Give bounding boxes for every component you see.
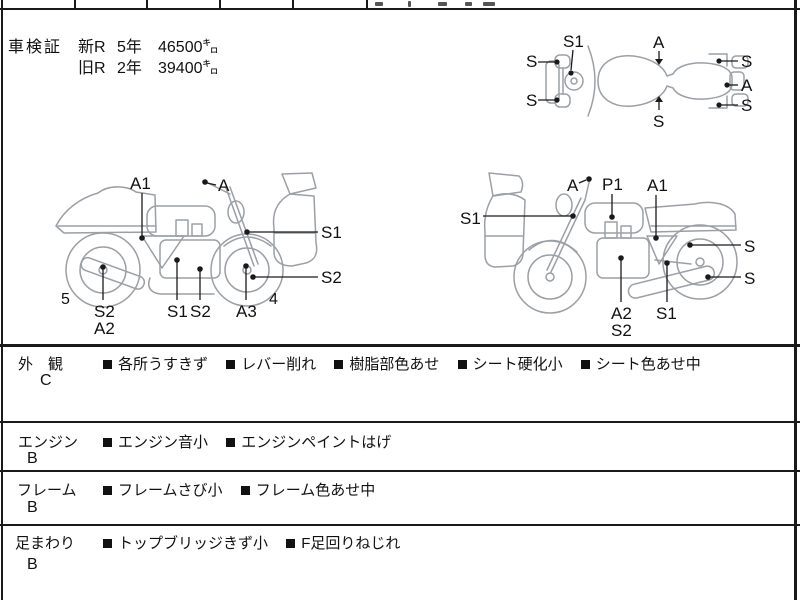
grade-value: B [27,499,38,516]
damage-code-label: S [744,237,756,256]
cutoff-text-fragment [375,2,383,6]
header-cell-divider [146,0,148,9]
defect-item: F足回りねじれ [301,535,401,552]
damage-code-label: S [526,91,538,110]
defect-item: フレームさび小 [118,482,223,499]
damage-code-label: A2 [611,304,632,323]
damage-code-label: S2 [611,321,632,340]
damage-code-label: P1 [602,175,623,194]
defect-items: エンジン音小 エンジンペイントはげ [103,431,405,452]
table-rule [0,344,800,347]
damage-code-label: S1 [321,223,342,242]
cutoff-text-fragment [408,1,411,7]
defect-item: エンジンペイントはげ [241,434,392,451]
defect-item: 各所うすきず [118,356,209,373]
right-side-diagram: A P1 A1 S1 S S A2 S2 S1 [455,160,755,340]
right-side-bike-sketch [483,172,741,314]
defect-item: レバー削れ [241,356,317,373]
section-label: エンジン [18,434,79,451]
damage-code-label: A [653,33,665,52]
defect-items: トップブリッジきず小 F足回りねじれ [103,532,414,553]
cutoff-text-fragment [465,2,472,6]
section-label: 足まわり [15,535,76,552]
bullet-square-icon [226,360,236,369]
left-side-bike-sketch [55,172,318,308]
reg-new-label: 新R [78,39,106,56]
bullet-square-icon [580,360,590,369]
header-cell-divider [292,0,294,9]
damage-code-label: A [741,76,753,95]
damage-code-label: A3 [236,302,257,321]
table-rule [0,470,800,472]
damage-code-label: S1 [460,209,481,228]
bullet-square-icon [457,360,467,369]
grade-value: B [27,450,38,467]
wheel-number-label: 4 [269,291,278,308]
reg-old-distance: 39400㌔ [158,60,219,77]
bullet-square-icon [240,486,250,495]
table-rule [0,421,800,423]
top-view-diagram: S1 S S A S S A S [505,28,755,138]
sheet-left-border [1,0,3,600]
damage-code-label: A2 [94,319,115,338]
header-cell-divider [366,0,368,9]
damage-code-label: A [567,176,579,195]
section-label: 外 観 [18,356,64,373]
damage-code-label: S1 [167,302,188,321]
reg-old-label: 旧R [78,60,106,77]
damage-code-label: S [741,52,753,71]
defect-item: シート硬化小 [472,356,563,373]
bullet-square-icon [286,539,296,548]
wheel-number-label: 5 [61,291,70,308]
damage-code-label: S [526,52,538,71]
damage-code-label: A1 [130,174,151,193]
grade-value: B [27,556,38,573]
defect-item: フレーム色あせ中 [255,482,376,499]
header-bottom-rule [0,8,800,10]
damage-code-label: S2 [190,302,211,321]
bullet-square-icon [103,539,112,548]
reg-new-years: 5年 [117,39,142,56]
defect-item: 樹脂部色あせ [349,356,440,373]
defect-item: シート色あせ中 [595,356,701,373]
damage-code-label: S1 [656,304,677,323]
top-view-bike-sketch [538,45,749,117]
damage-code-label: S [741,96,753,115]
left-side-leader-lines [100,179,318,300]
header-cell-divider [74,0,76,9]
bullet-square-icon [226,438,236,447]
top-view-leader-lines [538,49,738,110]
damage-code-label: S [744,269,756,288]
damage-code-label: S [653,112,665,131]
defect-items: 各所うすきず レバー削れ 樹脂部色あせ シート硬化小 シート色あせ中 [103,353,715,374]
bullet-square-icon [103,438,112,447]
cutoff-text-fragment [483,2,495,6]
sheet-right-border [794,0,797,600]
defect-items: フレームさび小 フレーム色あせ中 [103,479,389,500]
defect-item: エンジン音小 [118,434,209,451]
header-cell-divider [219,0,221,9]
damage-code-label: A1 [647,176,668,195]
cutoff-text-fragment [438,2,447,6]
damage-code-label: S1 [563,32,584,51]
table-rule [0,524,800,526]
left-side-diagram: A1 A S1 S2 5 S2 A2 S1 S2 A3 4 [50,160,350,340]
reg-new-distance: 46500㌔ [158,39,219,56]
defect-item: トップブリッジきず小 [118,535,269,552]
section-label: フレーム [17,482,77,499]
right-side-leader-lines [483,176,741,302]
damage-code-label: A [218,176,230,195]
damage-code-label: S2 [94,302,115,321]
grade-value: C [40,372,52,389]
bullet-square-icon [334,360,344,369]
bullet-square-icon [103,486,112,495]
bullet-square-icon [103,360,112,369]
vehicle-inspection-title: 車検証 [8,39,63,56]
reg-old-years: 2年 [117,60,142,77]
damage-code-label: S2 [321,268,342,287]
